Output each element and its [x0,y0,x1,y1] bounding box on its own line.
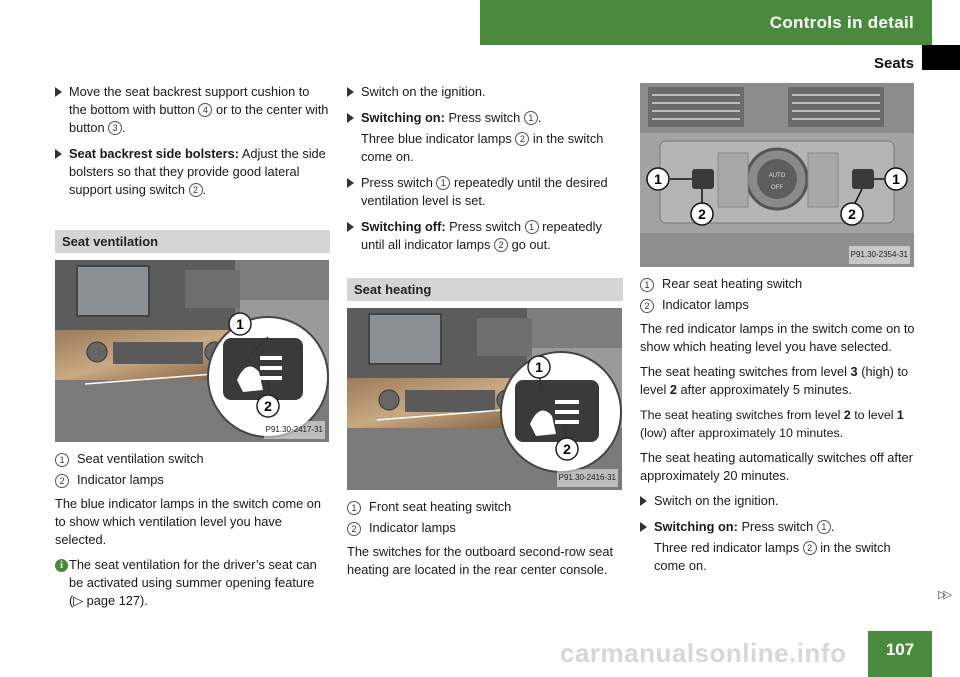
continue-arrow-icon: ▷▷ [938,589,952,601]
header-bar: Controls in detail [480,0,932,45]
callout-number: 4 [198,103,213,117]
arrow-bullet-icon [55,149,62,159]
body-paragraph: The switches for the outboard second-row… [347,544,614,577]
arrow-bullet-icon [347,113,354,123]
arrow-bullet-icon [640,496,647,506]
instruction-step: Switching on: Press switch 1. [640,518,916,536]
instruction-step: Switching on: Press switch 1. [347,109,623,127]
body-paragraph: The blue indicator lamps in the switch c… [55,496,322,547]
callout-2: 2 [563,441,571,457]
section-heading: Seat heating [347,278,623,301]
photo-code: P91.30-2417-31 [263,421,325,439]
watermark: carmanualsonline.info [560,638,847,668]
callout-1: 1 [535,359,543,375]
rear-seat-heating-photo: AUTO OFF 1 2 2 1 P91.30-2354-31 [640,83,914,267]
instruction-step: Switching off: Press switch 1 repeatedly… [347,218,623,254]
dashboard-illustration: 1 2 [347,308,622,490]
instruction-step: Switch on the ignition. [347,83,623,101]
body-paragraph: The seat heating switches from level 3 (… [640,364,909,397]
seat-ventilation-photo: 1 2 P91.30-2417-31 [55,260,329,442]
arrow-bullet-icon [347,87,354,97]
info-icon: i [55,559,68,572]
page-reference-link[interactable]: page 127). [83,593,148,608]
knob-label-off: OFF [771,185,783,191]
callout-1: 1 [236,316,244,332]
subsection-title: Seats [873,55,914,72]
callout-1-left: 1 [654,171,662,187]
arrow-bullet-icon [55,87,62,97]
callout-number: 2 [188,183,203,197]
body-paragraph: The seat heating switches from level 2 t… [640,408,904,440]
callout-2-right: 2 [848,206,856,222]
header-tab-marker [922,45,960,70]
step-result: Three blue indicator lamps 2 in the swit… [361,131,604,164]
column-1: Move the seat backrest support cushion t… [55,83,330,610]
body-paragraph: The red indicator lamps in the switch co… [640,321,915,354]
callout-2: 2 [264,398,272,414]
page-number: 107 [868,631,932,677]
callout-number: 3 [108,121,123,135]
step-result: Three red indicator lamps 2 in the switc… [654,540,891,573]
photo-code: P91.30-2416-31 [556,469,618,487]
knob-label: AUTO [769,173,786,179]
rear-console-illustration: AUTO OFF 1 2 2 1 [640,83,914,267]
instruction-step: Move the seat backrest support cushion t… [55,83,330,137]
arrow-bullet-icon [347,178,354,188]
body-paragraph: The seat heating automatically switches … [640,450,913,483]
page-reference-arrow-icon: ▷ [73,593,84,608]
info-note: i The seat ventilation for the driver’s … [55,556,330,610]
callout-1-right: 1 [892,171,900,187]
callout-2-left: 2 [698,206,706,222]
instruction-step: Press switch 1 repeatedly until the desi… [347,174,623,210]
arrow-bullet-icon [640,522,647,532]
section-title: Controls in detail [769,13,914,32]
section-heading: Seat ventilation [55,230,330,253]
arrow-bullet-icon [347,222,354,232]
dashboard-illustration: 1 2 [55,260,329,442]
column-2: Switch on the ignition. Switching on: Pr… [347,83,623,586]
instruction-step: Switch on the ignition. [640,492,916,510]
photo-code: P91.30-2354-31 [848,246,910,264]
seat-heating-photo: 1 2 P91.30-2416-31 [347,308,622,490]
instruction-step: Seat backrest side bolsters: Adjust the … [55,145,330,199]
